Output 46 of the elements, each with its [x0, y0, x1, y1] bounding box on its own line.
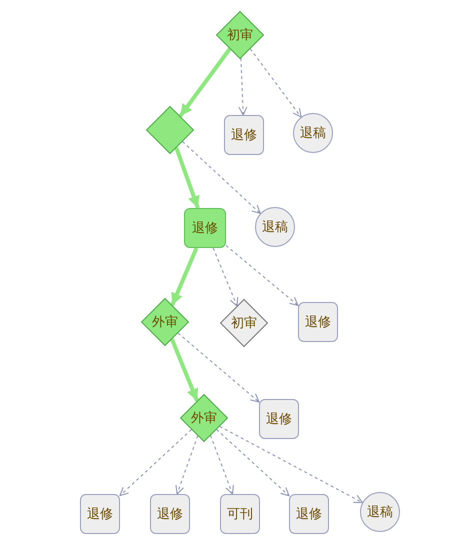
decision-diamond	[180, 394, 228, 442]
arrow	[174, 147, 200, 209]
decision-diamond	[216, 11, 264, 59]
process-box	[150, 494, 190, 534]
node-label: 初审	[231, 315, 257, 332]
arrow	[170, 338, 199, 402]
node-label: 退修	[231, 127, 257, 144]
process-box	[220, 494, 260, 534]
node-label: 退稿	[300, 125, 326, 142]
decision-diamond	[141, 298, 189, 346]
process-box	[224, 115, 264, 155]
node-label: 退修	[192, 220, 218, 237]
arrow	[170, 247, 198, 306]
node-label: 退修	[296, 506, 322, 523]
arrow	[120, 429, 192, 496]
arrow	[219, 426, 363, 504]
arrow	[210, 434, 234, 494]
node-label: 退修	[305, 314, 331, 331]
process-box	[184, 208, 226, 248]
arrow	[182, 141, 261, 214]
node-label: 退稿	[262, 219, 288, 236]
arrow	[175, 435, 198, 494]
end-circle	[360, 492, 400, 532]
node-label: 退稿	[367, 504, 393, 521]
process-box	[289, 494, 329, 534]
arrow	[226, 244, 298, 306]
process-box	[80, 494, 120, 534]
node-label: 外审	[152, 314, 178, 331]
arrow	[177, 332, 260, 402]
node-label: 退修	[266, 411, 292, 428]
arrow	[178, 48, 232, 118]
process-box	[259, 399, 299, 439]
node-label: 退修	[87, 506, 113, 523]
arrow	[238, 58, 248, 116]
decision-diamond	[220, 299, 268, 347]
node-label: 可刊	[227, 506, 253, 523]
node-label: 外审	[191, 410, 217, 427]
arrow	[216, 428, 290, 496]
end-circle	[293, 113, 333, 153]
process-box	[298, 302, 338, 342]
arrow	[250, 48, 302, 118]
arrow	[212, 248, 238, 306]
node-label: 初审	[227, 27, 253, 44]
decision-diamond	[146, 106, 194, 154]
end-circle	[255, 207, 295, 247]
node-label: 退修	[157, 506, 183, 523]
